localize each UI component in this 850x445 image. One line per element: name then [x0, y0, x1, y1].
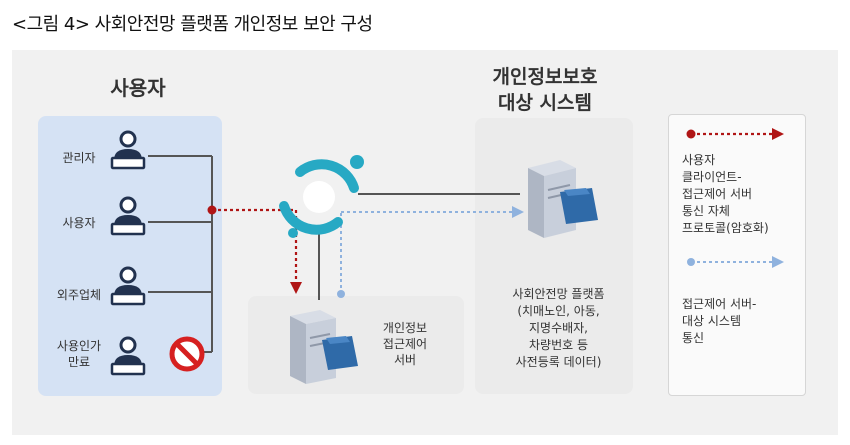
access-server-label: 개인정보 접근제어 서버	[382, 321, 428, 367]
legend-server-label: 접근제어 서버- 대상 시스템 통신	[682, 297, 757, 345]
access-control-panel	[248, 296, 464, 394]
users-group-title: 사용자	[110, 76, 166, 100]
target-system-title: 개인정보보호 대상 시스템	[492, 66, 598, 114]
person-laptop-icon	[110, 196, 146, 236]
server-target-path	[337, 206, 524, 298]
target-system-description: 사회안전망 플랫폼 (치매노인, 아동, 지명수배자, 차량번호 등 사전등록 …	[512, 287, 605, 369]
target-server-icon	[528, 160, 598, 238]
user-label-user: 사용자	[62, 216, 96, 230]
security-hub-icon	[279, 155, 364, 238]
user-label-admin: 관리자	[62, 151, 96, 165]
legend-box	[668, 114, 806, 396]
person-laptop-icon	[110, 266, 146, 306]
user-label-contractor: 외주업체	[56, 288, 102, 302]
blocked-icon	[169, 336, 205, 372]
figure-title: <그림 4> 사회안전망 플랫폼 개인정보 보안 구성	[12, 14, 373, 35]
legend-client-label: 사용자 클라이언트- 접근제어 서버 통신 자체 프로토콜(암호화)	[682, 153, 769, 235]
user-connector-lines	[148, 155, 520, 353]
access-server-icon	[290, 310, 358, 384]
legend-server-arrow	[687, 256, 784, 268]
person-laptop-icon	[110, 130, 146, 170]
client-protocol-path	[207, 205, 302, 294]
user-label-expired: 사용인가 만료	[56, 339, 102, 369]
legend-client-arrow	[686, 128, 784, 140]
person-laptop-icon	[110, 336, 146, 376]
